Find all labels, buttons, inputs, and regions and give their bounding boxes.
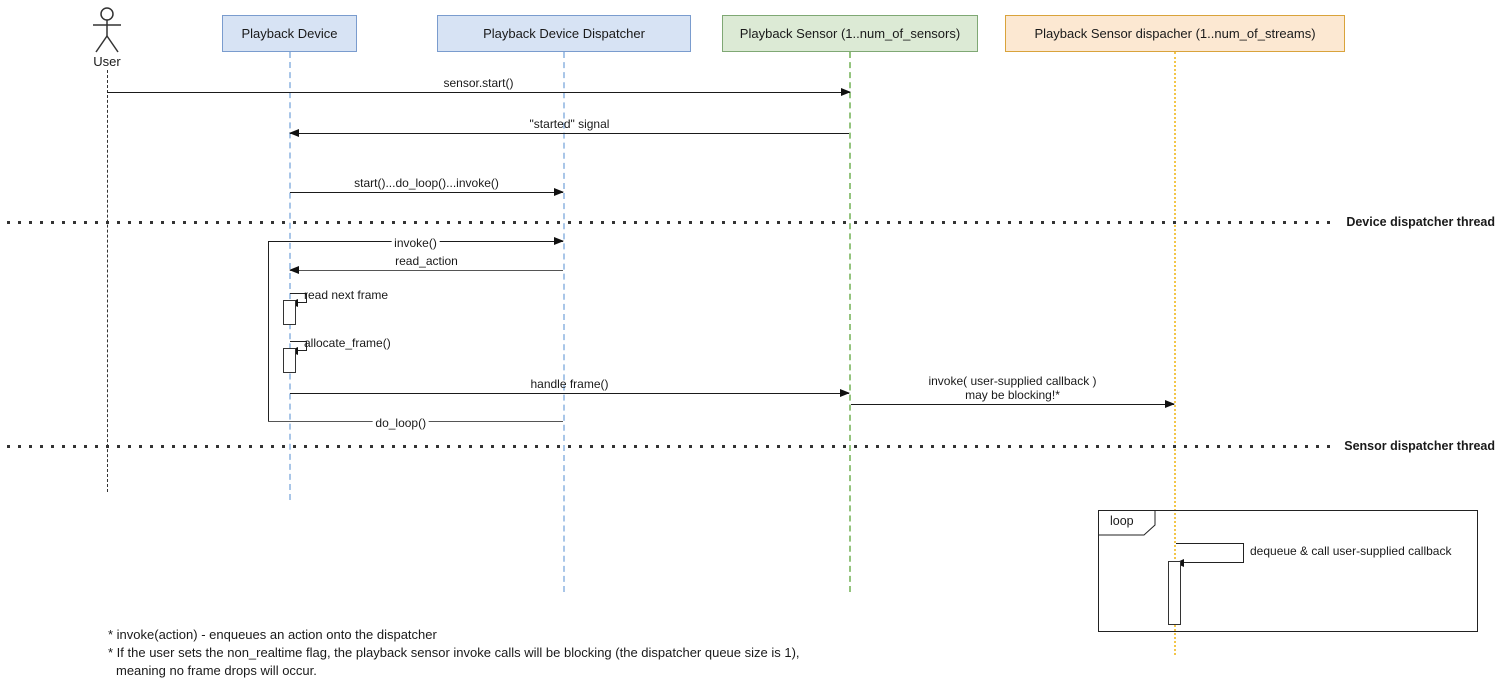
- message-handle-frame: handle frame(): [290, 377, 850, 397]
- message-label: sensor.start(): [443, 76, 514, 90]
- arrowhead-icon: [289, 266, 299, 274]
- separator-label-device: Device dispatcher thread: [1346, 215, 1495, 229]
- message-start-do-loop-invoke: start()...do_loop()...invoke(): [290, 176, 564, 196]
- message-invoke-callback: invoke( user-supplied callback )may be b…: [851, 374, 1175, 408]
- participant-playback-device-dispatcher: Playback Device Dispatcher: [437, 15, 691, 52]
- message-read-action: read_action: [289, 254, 563, 274]
- thread-separator-sensor: [7, 445, 1330, 448]
- activation-box: [283, 348, 296, 373]
- message-label: invoke(): [391, 236, 440, 250]
- participant-label: Playback Device Dispatcher: [483, 26, 645, 41]
- message-invoke-loop: invoke(): [268, 236, 564, 250]
- message-label: read next frame: [304, 288, 389, 302]
- message-label-line2: may be blocking!*: [965, 388, 1060, 402]
- selfcall-dequeue-callback: dequeue & call user-supplied callback: [1175, 543, 1451, 567]
- lifeline-playback-device: [289, 52, 291, 500]
- lifeline-playback-device-dispatcher: [563, 52, 565, 592]
- participant-label: Playback Device: [241, 26, 338, 41]
- arrowhead-icon: [1165, 400, 1175, 408]
- lifeline-playback-sensor-dispatcher: [1174, 52, 1176, 655]
- message-label: do_loop(): [372, 416, 430, 430]
- footnote-line: * If the user sets the non_realtime flag…: [108, 645, 800, 660]
- footnotes: * invoke(action) - enqueues an action on…: [108, 626, 800, 680]
- activation-box: [283, 300, 296, 325]
- participant-label: Playback Sensor (1..num_of_sensors): [739, 26, 961, 41]
- thread-separator-device: [7, 221, 1330, 224]
- arrowhead-icon: [841, 88, 851, 96]
- lifeline-user: [107, 70, 108, 492]
- lifeline-playback-sensor: [849, 52, 851, 592]
- participant-label: Playback Sensor dispacher (1..num_of_str…: [1034, 26, 1316, 41]
- message-label: invoke( user-supplied callback )may be b…: [851, 374, 1174, 402]
- message-label: handle frame(): [530, 377, 609, 391]
- message-label: "started" signal: [529, 117, 610, 131]
- footnote-line: meaning no frame drops will occur.: [116, 663, 317, 678]
- cycle-line: [268, 241, 269, 421]
- arrowhead-icon: [840, 389, 850, 397]
- participant-playback-sensor: Playback Sensor (1..num_of_sensors): [722, 15, 978, 52]
- message-label: read_action: [395, 254, 458, 268]
- loop-fragment: loop: [1098, 510, 1478, 632]
- user-actor-icon: [93, 7, 121, 53]
- activation-box: [1168, 561, 1181, 625]
- loop-label: loop: [1110, 514, 1134, 528]
- message-label: allocate_frame(): [304, 336, 391, 350]
- actor-label: User: [93, 54, 121, 69]
- loop-fragment-tab: loop: [1098, 510, 1156, 536]
- message-started-signal: "started" signal: [289, 117, 849, 137]
- separator-label-sensor: Sensor dispatcher thread: [1344, 439, 1495, 453]
- loop-tab-shape: [1098, 510, 1156, 536]
- arrowhead-icon: [554, 237, 564, 245]
- participant-playback-device: Playback Device: [222, 15, 357, 52]
- arrowhead-icon: [289, 129, 299, 137]
- message-label: start()...do_loop()...invoke(): [354, 176, 499, 190]
- message-label: dequeue & call user-supplied callback: [1250, 544, 1452, 558]
- arrowhead-icon: [554, 188, 564, 196]
- message-sensor-start: sensor.start(): [107, 76, 851, 96]
- message-label-line1: invoke( user-supplied callback ): [928, 374, 1097, 388]
- message-do-loop: do_loop(): [268, 416, 563, 430]
- participant-playback-sensor-dispatcher: Playback Sensor dispacher (1..num_of_str…: [1005, 15, 1345, 52]
- footnote-line: * invoke(action) - enqueues an action on…: [108, 627, 437, 642]
